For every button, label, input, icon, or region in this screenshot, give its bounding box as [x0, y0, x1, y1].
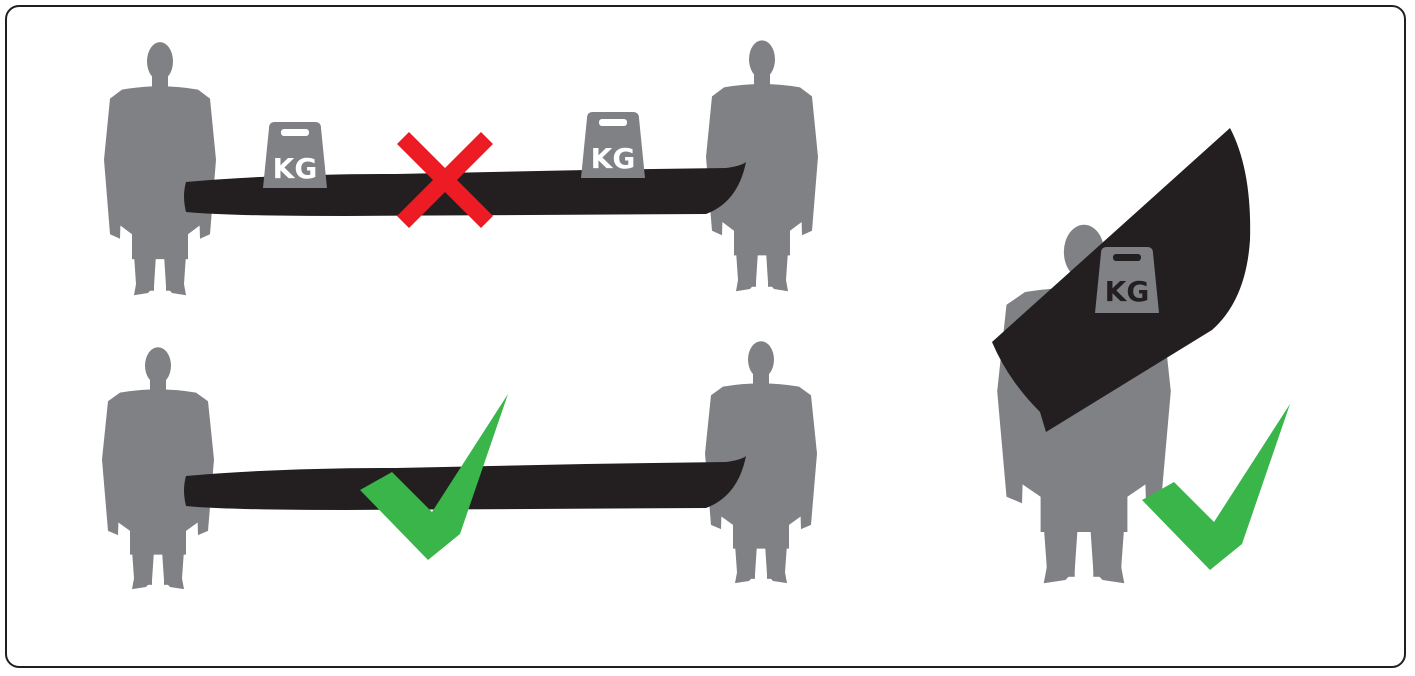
correct-carry-panel	[102, 341, 817, 589]
person-left-top	[104, 42, 216, 295]
weight-label: KG	[591, 142, 636, 175]
weight-label: KG	[1105, 275, 1150, 308]
person-right-top	[706, 40, 818, 291]
weight-label: KG	[273, 152, 318, 185]
weight-icon: KG	[1095, 247, 1159, 313]
person-left-bottom	[102, 347, 214, 589]
weight-icon: KG	[581, 112, 645, 178]
weight-icon: KG	[263, 122, 327, 188]
incorrect-carry-panel: KG KG	[104, 40, 818, 295]
single-carry-panel: KG	[992, 128, 1290, 583]
